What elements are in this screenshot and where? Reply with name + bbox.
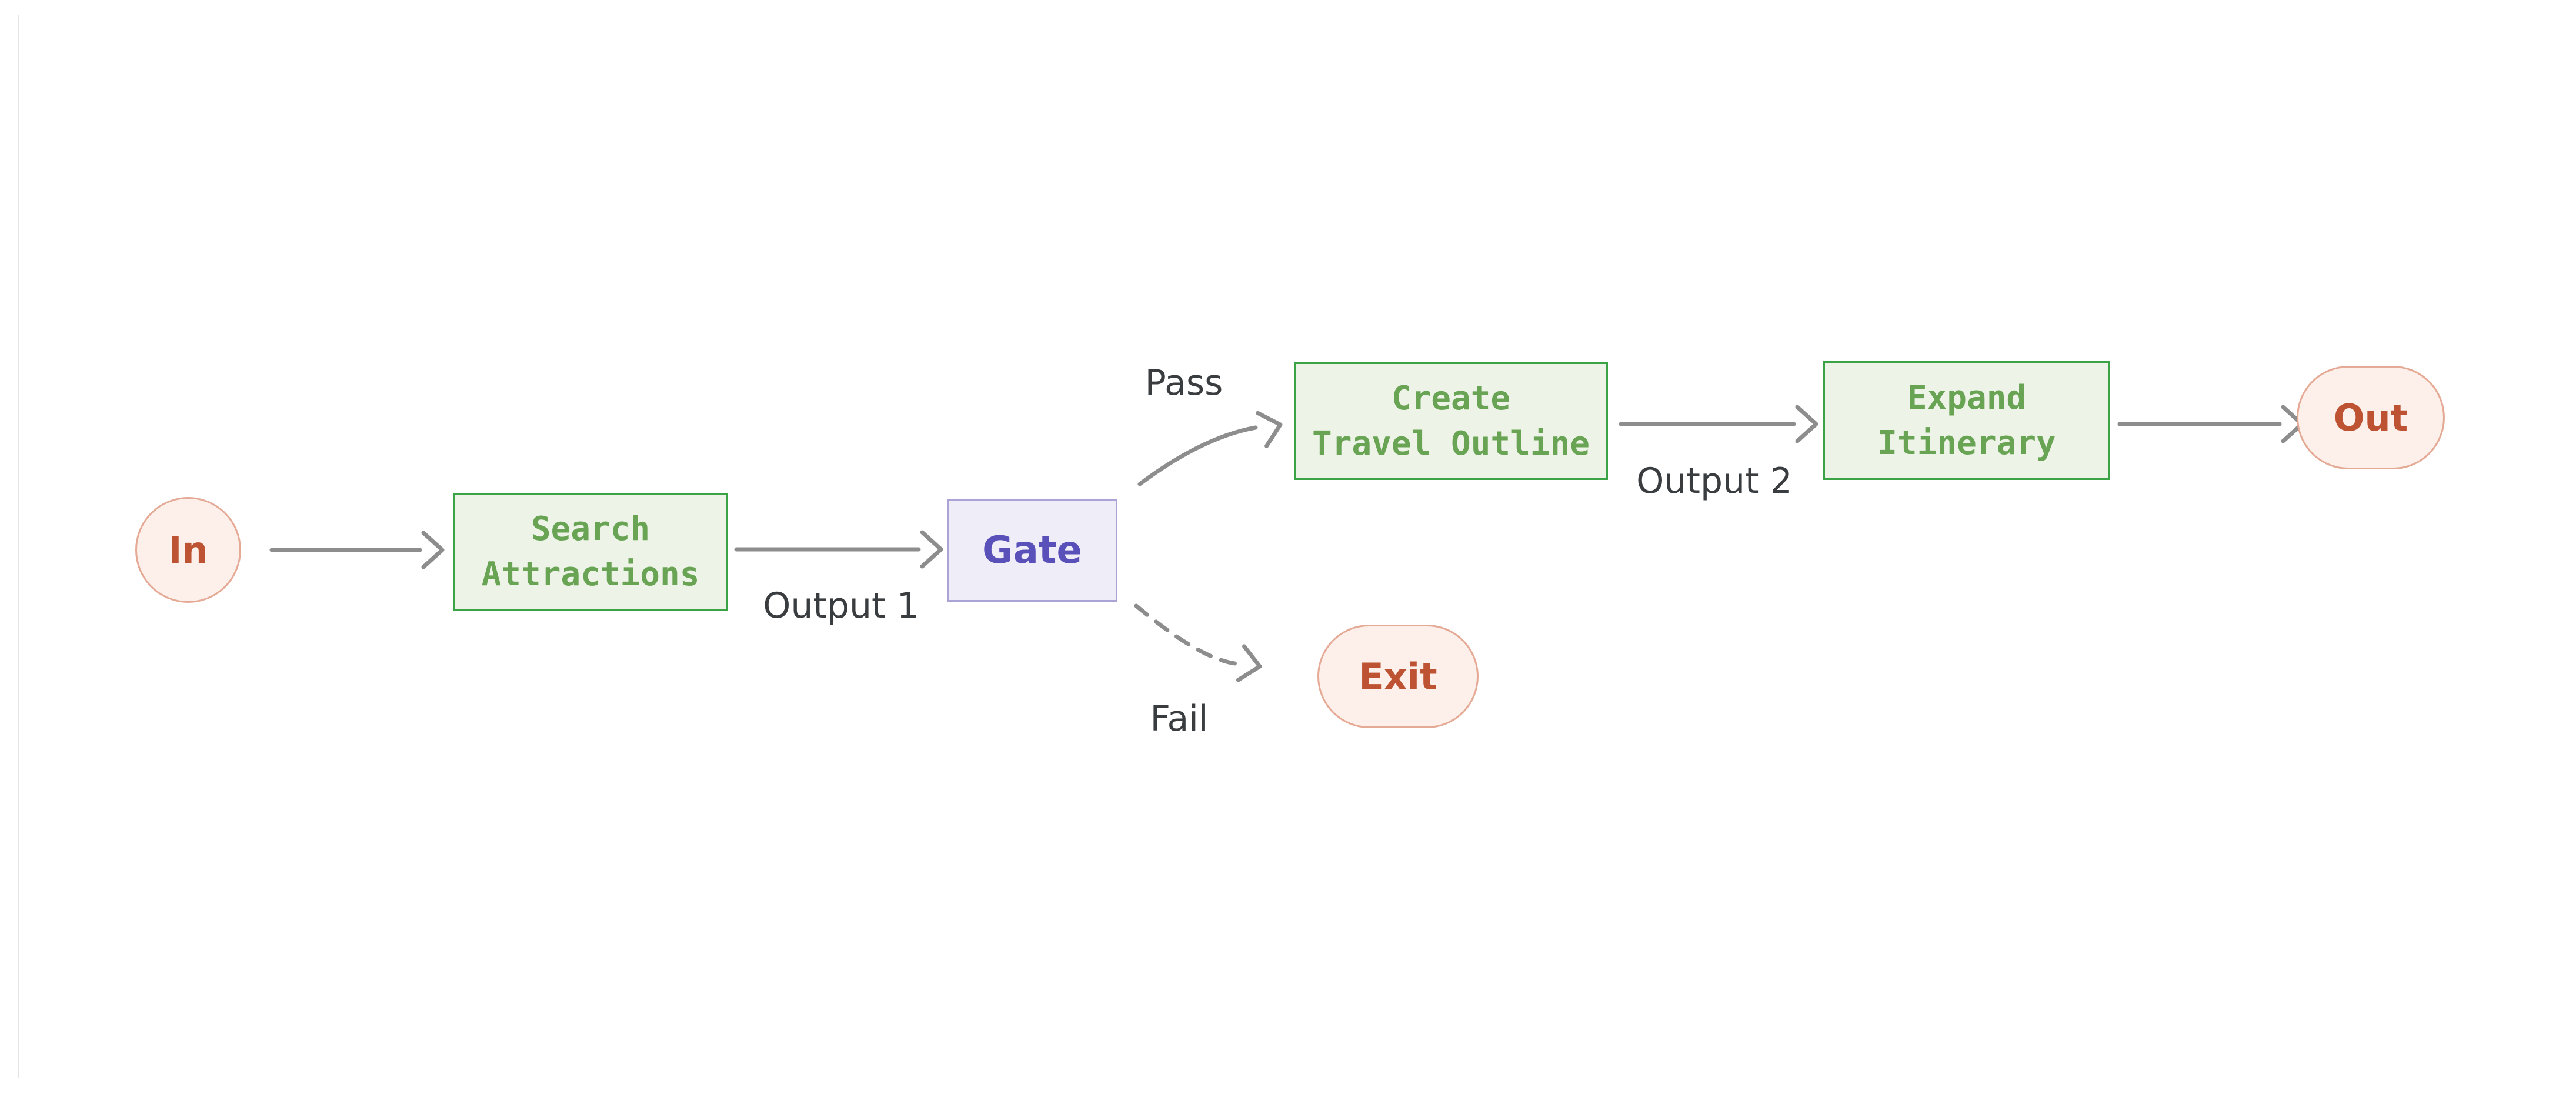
node-in-label: In bbox=[168, 528, 208, 572]
node-out: Out bbox=[2297, 366, 2445, 469]
edge-label-output-2: Output 2 bbox=[1636, 461, 1793, 502]
node-expand-itinerary-label-line2: Itinerary bbox=[1877, 424, 2056, 462]
edge-gate-pass-to-create bbox=[1137, 425, 1258, 486]
node-in: In bbox=[135, 497, 241, 603]
node-gate: Gate bbox=[947, 499, 1117, 602]
edge-search-to-gate-arrowhead bbox=[920, 530, 943, 569]
node-exit-label: Exit bbox=[1359, 655, 1437, 698]
node-search-attractions: Search Attractions bbox=[453, 493, 728, 611]
node-expand-itinerary: Expand Itinerary bbox=[1823, 361, 2110, 480]
node-out-label: Out bbox=[2333, 396, 2408, 439]
node-create-travel-outline-label-line2: Travel Outline bbox=[1312, 425, 1590, 463]
edge-gate-fail-to-exit bbox=[1134, 603, 1237, 666]
node-expand-itinerary-label-line1: Expand bbox=[1907, 378, 2027, 417]
node-create-travel-outline: Create Travel Outline bbox=[1294, 362, 1608, 480]
edge-in-to-search-arrowhead bbox=[421, 531, 445, 569]
node-gate-label: Gate bbox=[982, 528, 1082, 572]
node-exit: Exit bbox=[1317, 625, 1479, 728]
panel-edge-divider bbox=[18, 15, 19, 1078]
node-create-travel-outline-label-line1: Create bbox=[1391, 379, 1511, 418]
edge-gate-pass-arrowhead bbox=[1256, 411, 1283, 448]
edge-label-output-1: Output 1 bbox=[763, 585, 919, 626]
node-search-attractions-label-line2: Attractions bbox=[481, 555, 700, 593]
edge-gate-fail-arrowhead bbox=[1236, 644, 1262, 682]
edge-create-to-expand-arrowhead bbox=[1795, 405, 1818, 443]
edge-label-fail: Fail bbox=[1150, 698, 1209, 739]
node-search-attractions-label-line1: Search bbox=[530, 509, 650, 548]
edge-label-pass: Pass bbox=[1144, 362, 1223, 403]
